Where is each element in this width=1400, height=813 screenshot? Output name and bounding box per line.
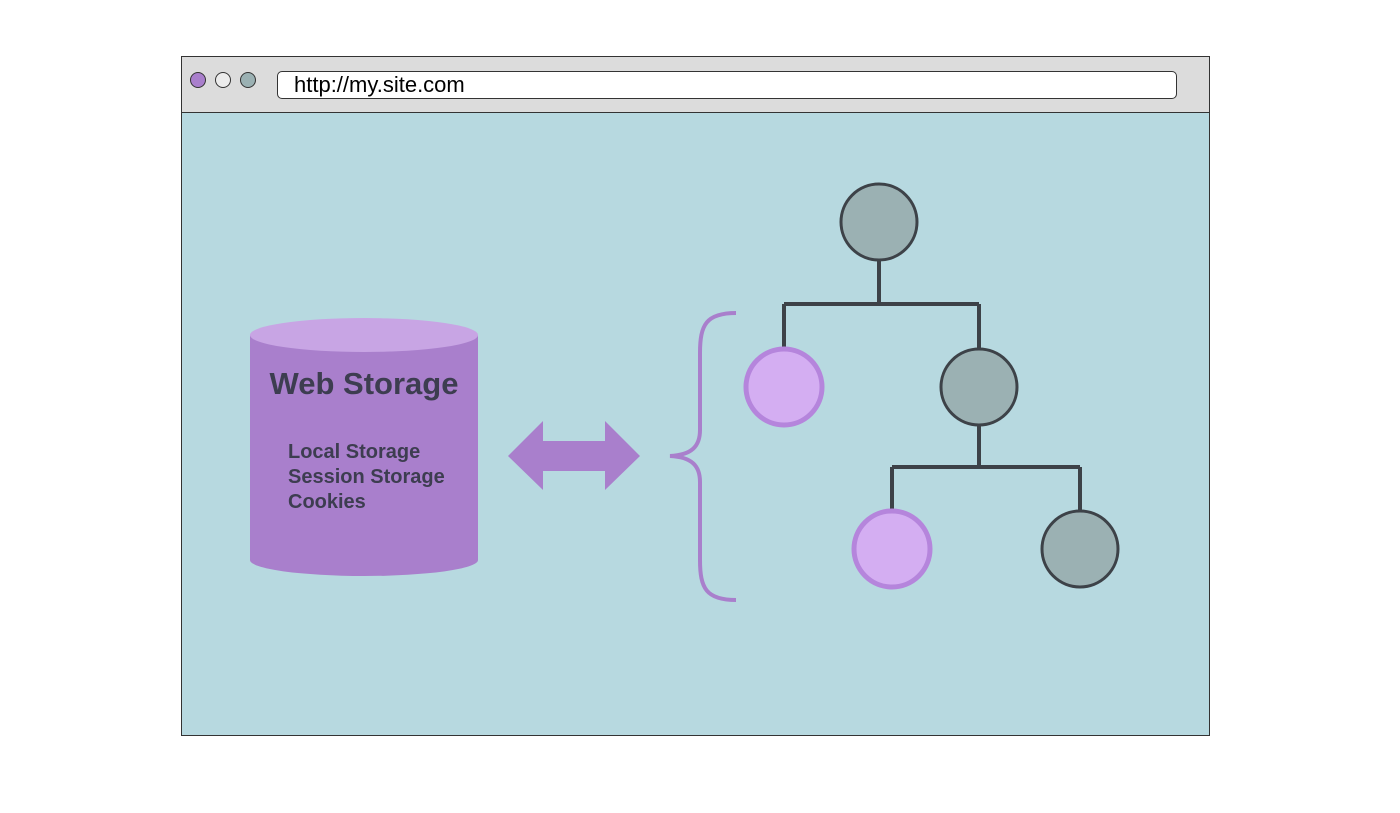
window-control-white[interactable] bbox=[215, 72, 231, 88]
tree-node-right bbox=[939, 347, 1019, 427]
storage-item-local: Local Storage bbox=[288, 441, 421, 463]
address-bar[interactable]: http://my.site.com bbox=[277, 71, 1177, 99]
storage-title: Web Storage bbox=[269, 366, 459, 401]
tree-node-leaf-left bbox=[851, 508, 933, 590]
tree-node-leaf-right bbox=[1040, 509, 1120, 589]
storage-list: Local Storage Session Storage Cookies bbox=[288, 440, 445, 515]
tree-icon bbox=[782, 260, 1082, 513]
storage-item-cookies: Cookies bbox=[288, 491, 366, 513]
tree-node-left bbox=[743, 346, 825, 428]
storage-cylinder bbox=[250, 318, 478, 576]
double-arrow-icon bbox=[508, 421, 640, 490]
window-control-purple[interactable] bbox=[190, 72, 206, 88]
browser-toolbar: http://my.site.com bbox=[182, 57, 1209, 113]
cylinder-top bbox=[250, 318, 478, 352]
tree-node-root bbox=[839, 182, 919, 262]
curly-brace-icon bbox=[669, 311, 737, 602]
storage-item-session: Session Storage bbox=[288, 466, 445, 488]
window-control-gray[interactable] bbox=[240, 72, 256, 88]
